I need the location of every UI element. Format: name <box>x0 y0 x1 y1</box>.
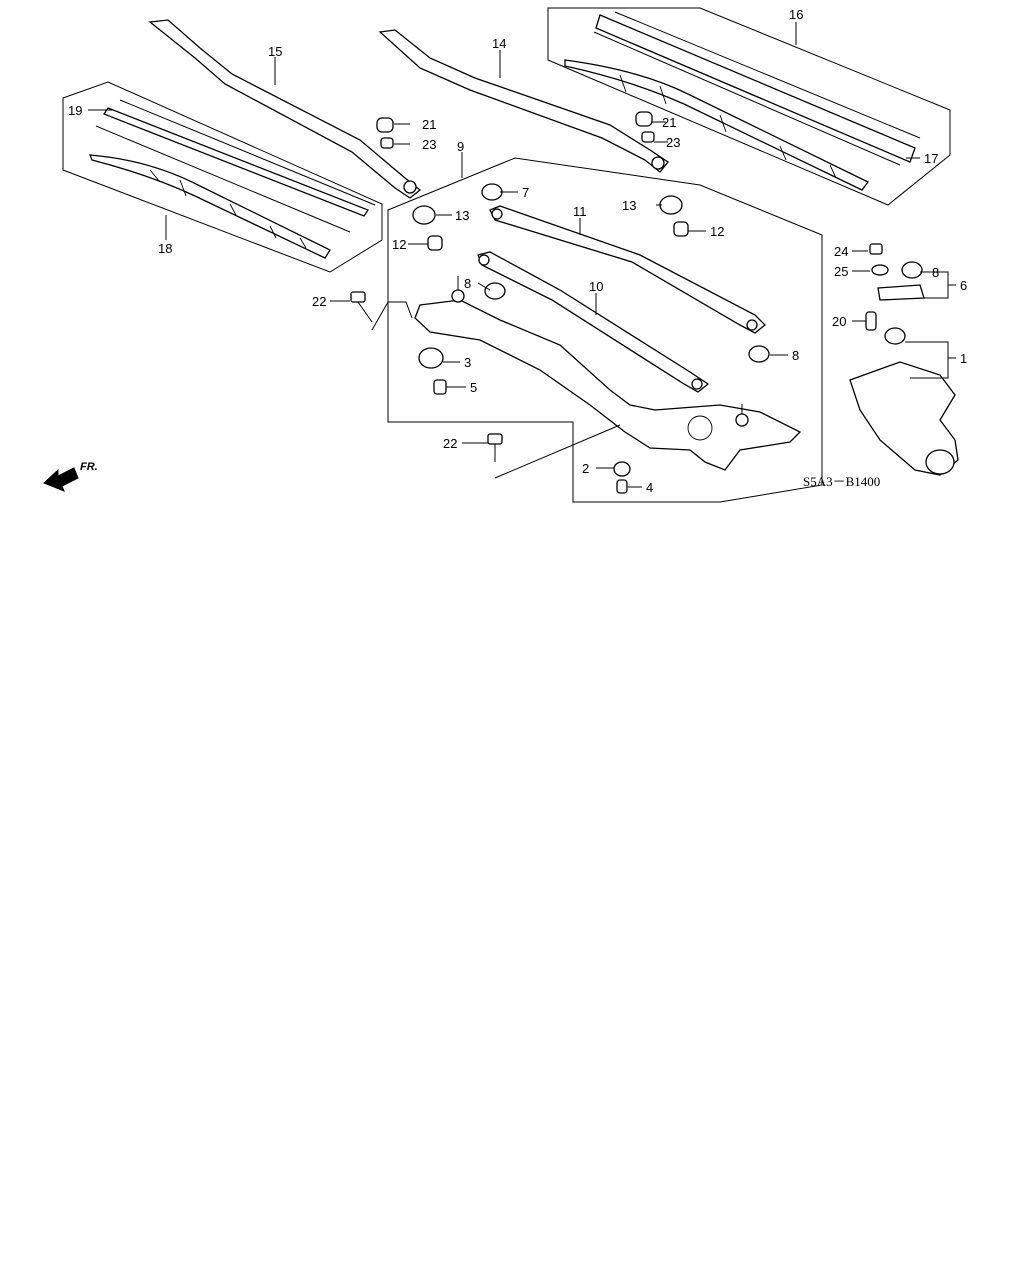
callout-9: 9 <box>457 139 464 154</box>
callout-12-right: 12 <box>710 224 724 239</box>
callout-6: 6 <box>960 278 967 293</box>
callout-20: 20 <box>832 314 846 329</box>
callout-4: 4 <box>646 480 653 495</box>
diagram-code: S5A3－B1400 <box>803 474 880 489</box>
callout-13-right: 13 <box>622 198 636 213</box>
callout-22-top: 22 <box>312 294 326 309</box>
callout-18: 18 <box>158 241 172 256</box>
callout-8-crank: 8 <box>932 265 939 280</box>
front-arrow-icon <box>43 467 79 492</box>
callout-25: 25 <box>834 264 848 279</box>
front-label: FR. <box>80 461 98 473</box>
callout-15: 15 <box>268 44 282 59</box>
left-blade-frame <box>62 81 383 273</box>
callout-7: 7 <box>522 185 529 200</box>
callout-23-right: 23 <box>666 135 680 150</box>
callout-21-left: 21 <box>422 117 436 132</box>
callout-leaders <box>88 22 956 488</box>
callout-12-left: 12 <box>392 237 406 252</box>
callout-21-right: 21 <box>662 115 676 130</box>
callout-17: 17 <box>924 151 938 166</box>
link-rod-11 <box>489 205 766 334</box>
callout-19: 19 <box>68 103 82 118</box>
callout-23-left: 23 <box>422 137 436 152</box>
callout-11: 11 <box>573 204 587 219</box>
assembly-lines <box>371 301 621 479</box>
wiper-arm-14 <box>378 29 669 173</box>
callout-1: 1 <box>960 351 967 366</box>
callout-8-box: 8 <box>792 348 799 363</box>
callout-10: 10 <box>589 279 603 294</box>
callout-labels: 15 14 16 17 19 18 21 23 21 23 9 7 13 12 … <box>68 7 967 495</box>
callout-22-bottom: 22 <box>443 436 457 451</box>
hardware-parts <box>350 111 959 494</box>
right-blade-frame <box>547 7 951 206</box>
wiper-frame-pipe <box>414 276 802 471</box>
callout-14: 14 <box>492 36 506 51</box>
link-rod-10 <box>477 251 710 393</box>
linkage-box-frame <box>387 157 823 503</box>
callout-16: 16 <box>789 7 803 22</box>
callout-8-middle: 8 <box>464 276 471 291</box>
callout-2: 2 <box>582 461 589 476</box>
wiper-parts-diagram: FR. 15 <box>0 0 1024 520</box>
wiper-arm-15 <box>148 19 422 199</box>
callout-3: 3 <box>464 355 471 370</box>
callout-24: 24 <box>834 244 848 259</box>
callout-5: 5 <box>470 380 477 395</box>
callout-13-left: 13 <box>455 208 469 223</box>
